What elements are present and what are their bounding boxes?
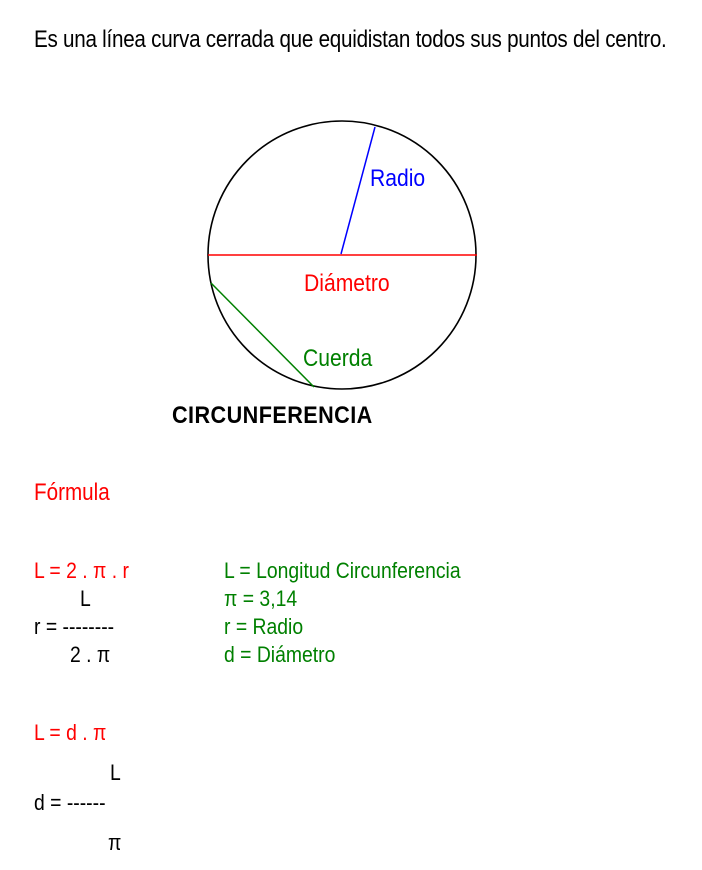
formula-d-numerator: L: [110, 760, 121, 785]
diagram-title: CIRCUNFERENCIA: [172, 402, 373, 429]
formula-d-denominator: π: [108, 830, 122, 855]
formula-r-denominator: 2 . π: [70, 642, 111, 667]
radius-line: [340, 126, 376, 255]
chord-label: Cuerda: [303, 345, 373, 372]
diameter-label: Diámetro: [304, 270, 390, 297]
radius-label: Radio: [370, 165, 426, 192]
legend-pi: π = 3,14: [224, 586, 298, 611]
formula-d-fraction-bar: d = ------: [34, 790, 106, 815]
formula-r-fraction-bar: r = --------: [34, 614, 115, 639]
formula-heading: Fórmula: [34, 479, 110, 506]
legend-radius: r = Radio: [224, 614, 304, 639]
formula-r-numerator: L: [80, 586, 91, 611]
formula-length-diameter: L = d . π: [34, 720, 107, 745]
chord-line: [210, 282, 315, 388]
legend-diameter: d = Diámetro: [224, 642, 336, 667]
intro-text: Es una línea curva cerrada que equidista…: [34, 26, 667, 53]
formula-length-radius: L = 2 . π . r: [34, 558, 129, 583]
legend-length: L = Longitud Circunferencia: [224, 558, 461, 583]
circumference-diagram: [207, 120, 477, 390]
